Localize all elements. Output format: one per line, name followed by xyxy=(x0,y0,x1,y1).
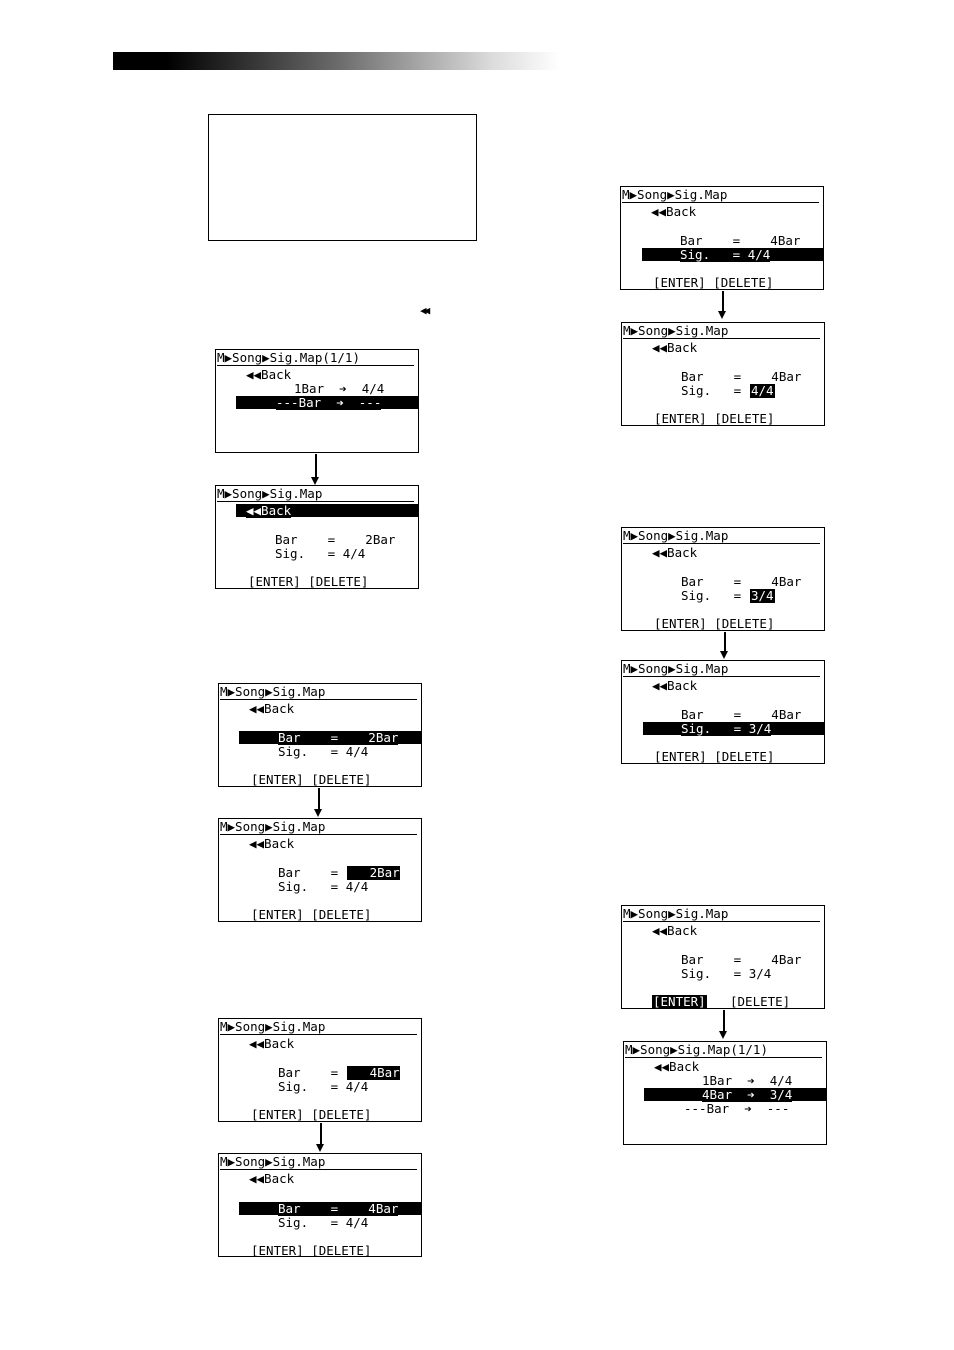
back-item-selected[interactable]: ◀◀Back xyxy=(246,503,292,518)
bar-label: Bar = xyxy=(278,1065,339,1080)
arrow-down-icon xyxy=(311,477,319,485)
sig-field[interactable]: Sig. = 4/4 xyxy=(278,1215,369,1230)
bar-field-selected[interactable]: Bar = 4Bar xyxy=(278,1201,399,1216)
sig-field[interactable]: Sig. = 4/4 xyxy=(278,1079,369,1094)
back-item[interactable]: ◀◀Back xyxy=(249,1036,295,1051)
bar-field[interactable]: Bar = 4Bar xyxy=(681,952,802,967)
sig-field-selected[interactable]: Sig. = 4/4 xyxy=(680,247,771,262)
softkeys[interactable]: [ENTER] [DELETE] xyxy=(653,275,774,290)
bar-field[interactable]: Bar = 4Bar xyxy=(681,574,802,589)
list-item[interactable]: ---Bar ➔ --- xyxy=(684,1101,790,1116)
arrow-down-icon xyxy=(719,1031,727,1039)
lcd-screen-sig-map-edit: M▶Song▶Sig.Map ◀◀Back Bar = 4Bar Sig. = … xyxy=(218,1018,422,1122)
bar-field[interactable]: Bar = 2Bar xyxy=(275,532,396,547)
lcd-screen-sig-map-edit: M▶Song▶Sig.Map ◀◀Back Bar = 2Bar Sig. = … xyxy=(218,683,422,787)
lcd-screen-sig-map-edit: M▶Song▶Sig.Map ◀◀Back Bar = 4Bar Sig. = … xyxy=(620,186,824,290)
screen-title: M▶Song▶Sig.Map xyxy=(623,662,820,677)
back-item[interactable]: ◀◀Back xyxy=(652,923,698,938)
lcd-screen-sig-map-edit: M▶Song▶Sig.Map ◀◀Back Bar = 2Bar Sig. = … xyxy=(215,485,419,589)
softkeys[interactable]: [ENTER] [DELETE] xyxy=(251,1243,372,1258)
softkeys[interactable]: [ENTER] [DELETE] xyxy=(251,772,372,787)
sig-value-editing[interactable]: 4/4 xyxy=(750,383,775,398)
back-item[interactable]: ◀◀Back xyxy=(652,340,698,355)
lcd-screen-sig-map-edit: M▶Song▶Sig.Map ◀◀Back Bar = 4Bar Sig. = … xyxy=(218,1153,422,1258)
list-item[interactable]: 1Bar ➔ 4/4 xyxy=(702,1073,793,1088)
sig-label: Sig. = xyxy=(681,383,742,398)
softkeys[interactable]: [ENTER] [DELETE] xyxy=(654,411,775,426)
screen-title: M▶Song▶Sig.Map xyxy=(217,487,414,502)
delete-key[interactable]: [DELETE] xyxy=(730,994,791,1009)
flow-arrow-line xyxy=(723,1010,725,1032)
back-item[interactable]: ◀◀Back xyxy=(249,1171,295,1186)
screen-title: M▶Song▶Sig.Map(1/1) xyxy=(217,351,414,366)
back-item[interactable]: ◀◀Back xyxy=(249,836,295,851)
screen-title: M▶Song▶Sig.Map xyxy=(220,1155,417,1170)
rewind-icon: ◀◀ xyxy=(420,304,430,317)
section-header-bar xyxy=(113,52,560,70)
lcd-screen-sig-map-edit: M▶Song▶Sig.Map ◀◀Back Bar = 4Bar Sig. = … xyxy=(621,322,825,426)
bar-field[interactable]: Bar = 4Bar xyxy=(681,369,802,384)
arrow-down-icon xyxy=(316,1144,324,1152)
enter-key-selected[interactable]: [ENTER] xyxy=(652,994,707,1009)
softkeys[interactable]: [ENTER] [DELETE] xyxy=(654,749,775,764)
note-box xyxy=(208,114,477,241)
sig-field[interactable]: Sig. = 3/4 xyxy=(681,966,772,981)
lcd-screen-sig-map-edit: M▶Song▶Sig.Map ◀◀Back Bar = 4Bar Sig. = … xyxy=(621,905,825,1009)
softkeys[interactable]: [ENTER] [DELETE] xyxy=(251,1107,372,1122)
sig-field[interactable]: Sig. = 4/4 xyxy=(278,879,369,894)
flow-arrow-line xyxy=(318,788,320,810)
back-item[interactable]: ◀◀Back xyxy=(249,701,295,716)
lcd-screen-sig-map-edit: M▶Song▶Sig.Map ◀◀Back Bar = 4Bar Sig. = … xyxy=(621,660,825,764)
bar-field-selected[interactable]: Bar = 2Bar xyxy=(278,730,399,745)
back-item[interactable]: ◀◀Back xyxy=(652,678,698,693)
lcd-screen-sig-map-edit: M▶Song▶Sig.Map ◀◀Back Bar = 2Bar Sig. = … xyxy=(218,818,422,922)
lcd-screen-sig-map-list: M▶Song▶Sig.Map(1/1) ◀◀Back 1Bar ➔ 4/4 4B… xyxy=(623,1041,827,1145)
sig-value-editing[interactable]: 3/4 xyxy=(750,588,775,603)
bar-field[interactable]: Bar = 4Bar xyxy=(681,707,802,722)
flow-arrow-line xyxy=(722,291,724,312)
bar-field[interactable]: Bar = 4Bar xyxy=(680,233,801,248)
back-item[interactable]: ◀◀Back xyxy=(246,367,292,382)
arrow-down-icon xyxy=(720,651,728,659)
lcd-screen-sig-map-edit: M▶Song▶Sig.Map ◀◀Back Bar = 4Bar Sig. = … xyxy=(621,527,825,631)
back-item[interactable]: ◀◀Back xyxy=(651,204,697,219)
screen-title: M▶Song▶Sig.Map(1/1) xyxy=(625,1043,822,1058)
screen-title: M▶Song▶Sig.Map xyxy=(623,529,820,544)
bar-value-editing[interactable]: 2Bar xyxy=(347,865,400,880)
flow-arrow-line xyxy=(320,1123,322,1145)
back-item[interactable]: ◀◀Back xyxy=(652,545,698,560)
bar-value-editing[interactable]: 4Bar xyxy=(347,1065,400,1080)
bar-label: Bar = xyxy=(278,865,339,880)
softkeys[interactable]: [ENTER] [DELETE] xyxy=(248,574,369,589)
sig-field-selected[interactable]: Sig. = 3/4 xyxy=(681,721,772,736)
sig-field[interactable]: Sig. = 4/4 xyxy=(275,546,366,561)
list-item-selected[interactable]: ---Bar ➔ --- xyxy=(276,395,382,410)
screen-title: M▶Song▶Sig.Map xyxy=(623,324,820,339)
screen-title: M▶Song▶Sig.Map xyxy=(220,1020,417,1035)
softkeys[interactable]: [ENTER] [DELETE] xyxy=(251,907,372,922)
screen-title: M▶Song▶Sig.Map xyxy=(220,685,417,700)
softkeys[interactable]: [ENTER] [DELETE] xyxy=(654,616,775,631)
sig-label: Sig. = xyxy=(681,588,742,603)
sig-field[interactable]: Sig. = 4/4 xyxy=(278,744,369,759)
back-item[interactable]: ◀◀Back xyxy=(654,1059,700,1074)
flow-arrow-line xyxy=(724,632,726,652)
arrow-down-icon xyxy=(314,809,322,817)
list-item-selected[interactable]: 4Bar ➔ 3/4 xyxy=(702,1087,793,1102)
screen-title: M▶Song▶Sig.Map xyxy=(623,907,820,922)
screen-title: M▶Song▶Sig.Map xyxy=(622,188,819,203)
screen-title: M▶Song▶Sig.Map xyxy=(220,820,417,835)
flow-arrow-line xyxy=(315,454,317,478)
arrow-down-icon xyxy=(718,311,726,319)
lcd-screen-sig-map-list: M▶Song▶Sig.Map(1/1) ◀◀Back 1Bar ➔ 4/4 --… xyxy=(215,349,419,453)
list-item[interactable]: 1Bar ➔ 4/4 xyxy=(294,381,385,396)
